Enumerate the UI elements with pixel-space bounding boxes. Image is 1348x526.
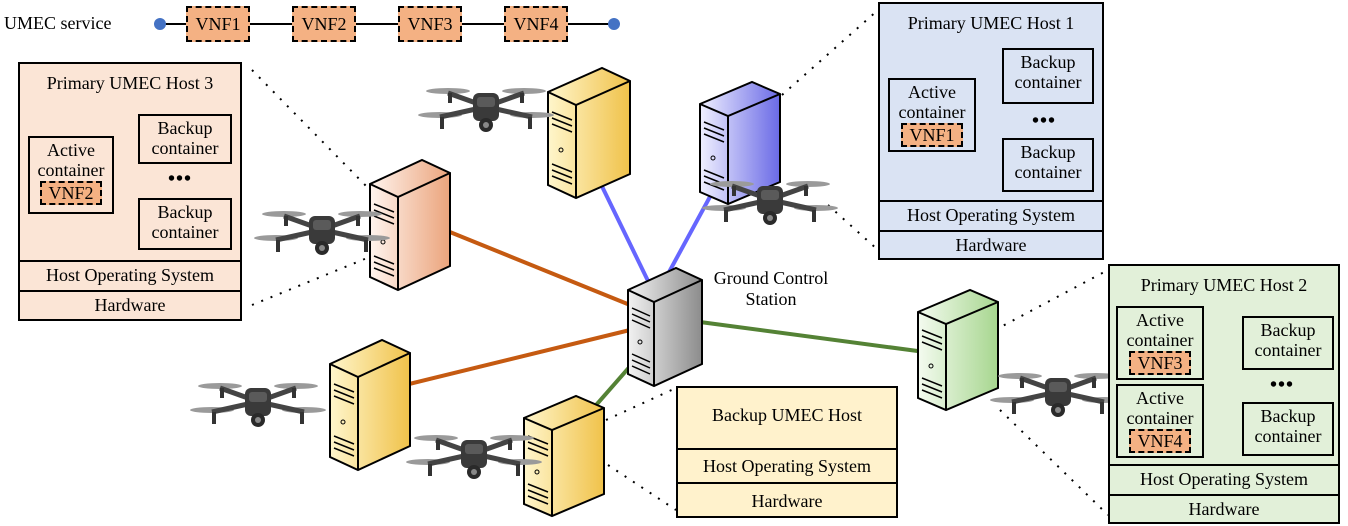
leader-lines	[251, 9, 1109, 516]
link-gcs-yellow-top	[593, 171, 652, 286]
gcs-label-line2: Station	[745, 289, 797, 309]
server-left-yellow-icon	[329, 338, 411, 472]
host1-box: Primary UMEC Host 1 Active container VNF…	[878, 2, 1104, 260]
host3-box: Primary UMEC Host 3 Active container VNF…	[18, 62, 242, 321]
host2-vnf3: VNF3	[1129, 351, 1191, 375]
chain-vnf4: VNF4	[504, 6, 568, 42]
host3-ellipsis: •••	[168, 168, 193, 190]
backup-host-title: Backup UMEC Host	[712, 405, 862, 425]
host3-active-container: Active container VNF2	[28, 136, 114, 214]
backup-host-os: Host Operating System	[678, 448, 896, 482]
host1-title: Primary UMEC Host 1	[907, 13, 1075, 33]
link-gcs-host2	[699, 320, 926, 354]
backup-host-box: Backup UMEC Host Host Operating System H…	[676, 386, 898, 518]
drone-icon	[406, 435, 542, 479]
drone-icon	[190, 383, 326, 427]
server-top-yellow-icon	[547, 66, 631, 200]
server-host2-icon	[917, 288, 999, 412]
host2-os: Host Operating System	[1110, 464, 1338, 494]
chain-vnf3: VNF3	[398, 6, 462, 42]
drone-icon	[990, 373, 1126, 417]
chain-start-dot	[154, 18, 166, 30]
host1-active-label2: container	[898, 102, 966, 122]
server-gcs-icon	[627, 266, 703, 388]
host1-vnf: VNF1	[901, 123, 963, 147]
host3-active-label2: container	[37, 160, 105, 180]
host3-os: Host Operating System	[20, 260, 240, 290]
link-gcs-yellow-left	[404, 328, 631, 387]
server-host3-icon	[369, 158, 451, 292]
chain-end-dot	[608, 18, 620, 30]
link-gcs-host1	[660, 181, 720, 286]
chain-vnf1: VNF1	[186, 6, 250, 42]
host3-vnf: VNF2	[40, 181, 102, 205]
host1-hw: Hardware	[880, 230, 1102, 260]
host2-vnf4: VNF4	[1129, 429, 1191, 453]
server-bottom-yellow-icon	[523, 394, 605, 518]
host1-ellipsis: •••	[1032, 110, 1057, 132]
service-label: UMEC service	[4, 13, 112, 33]
host3-title: Primary UMEC Host 3	[46, 73, 214, 93]
link-gcs-host3	[439, 226, 631, 307]
host1-os: Host Operating System	[880, 200, 1102, 230]
gcs-label-line1: Ground Control	[713, 268, 829, 288]
host2-hw: Hardware	[1110, 494, 1338, 524]
host3-hw: Hardware	[20, 290, 240, 321]
server-host1-icon	[699, 80, 781, 206]
chain-vnf2: VNF2	[292, 6, 356, 42]
host2-ellipsis: •••	[1270, 374, 1295, 396]
host3-active-label: Active	[47, 140, 95, 160]
host2-title: Primary UMEC Host 2	[1140, 275, 1308, 295]
host1-active-container: Active container VNF1	[888, 78, 976, 152]
drone-icon	[418, 88, 554, 132]
host1-active-label: Active	[908, 82, 956, 102]
backup-host-hw: Hardware	[678, 482, 896, 518]
